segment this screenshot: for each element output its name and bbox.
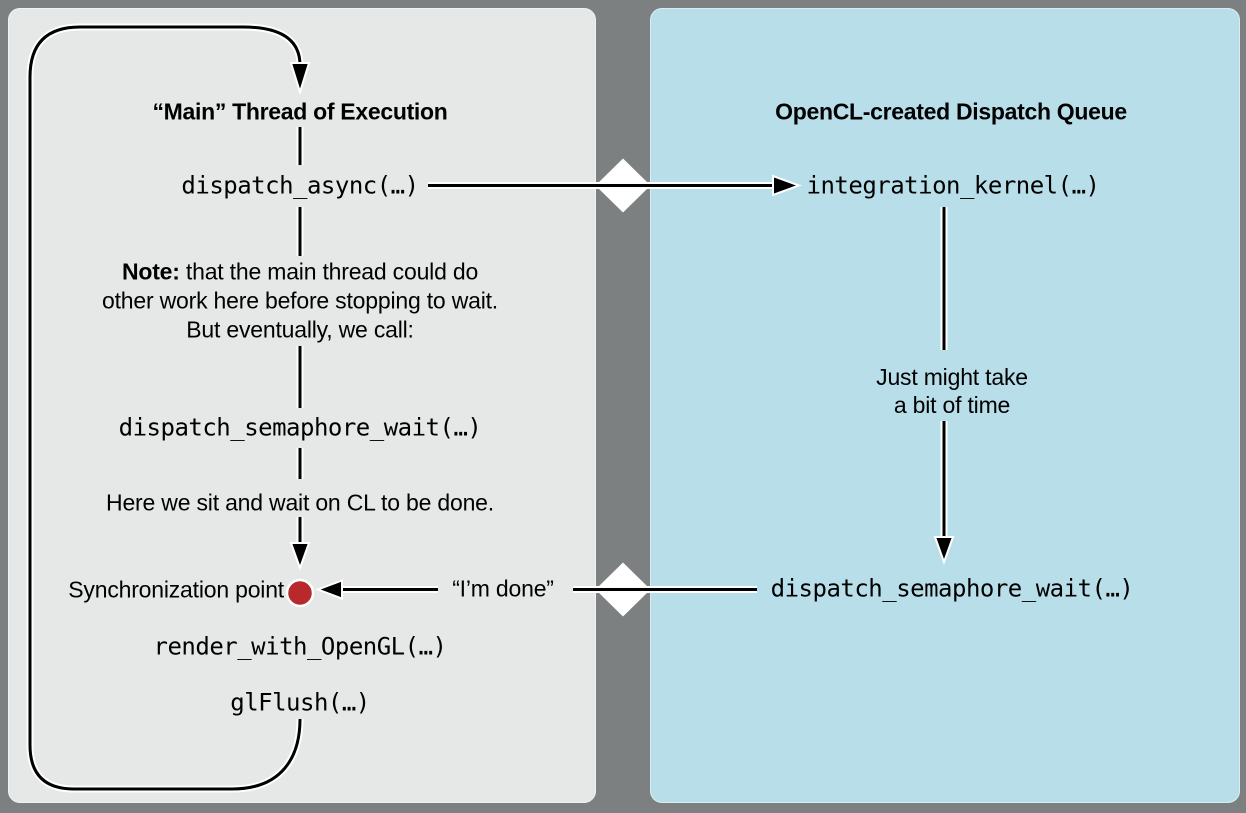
glflush-call: glFlush(…) [230,688,370,717]
main-thread-title: “Main” Thread of Execution [152,98,448,125]
dispatch-semaphore-wait-call-queue: dispatch_semaphore_wait(…) [770,574,1134,603]
dispatch-queue-panel [650,8,1240,803]
sync-point-label: Synchronization point [68,576,284,603]
note-line3: But eventually, we call: [186,316,414,343]
note-line1: that the main thread could do [179,258,479,285]
duration-caption-line2: a bit of time [893,392,1011,418]
render-with-opengl-call: render_with_OpenGL(…) [153,632,447,661]
main-thread-panel [8,8,596,803]
note-line2: other work here before stopping to wait. [101,287,499,314]
note-text: Note: that the main thread could do othe… [102,258,498,345]
gutter-diamond-bottom-icon [595,562,651,617]
done-message-label: “I’m done” [452,575,554,602]
dispatch-semaphore-wait-call-main: dispatch_semaphore_wait(…) [118,413,482,442]
wait-caption: Here we sit and wait on CL to be done. [106,489,494,516]
gutter-diamond-top-icon [595,158,651,213]
integration-kernel-call: integration_kernel(…) [806,171,1100,200]
note-label: Note: [121,258,180,285]
duration-caption: Just might take a bit of time [876,363,1028,419]
duration-caption-line1: Just might take [876,364,1028,390]
dispatch-queue-title: OpenCL-created Dispatch Queue [775,98,1127,125]
dispatch-async-call: dispatch_async(…) [181,171,419,200]
